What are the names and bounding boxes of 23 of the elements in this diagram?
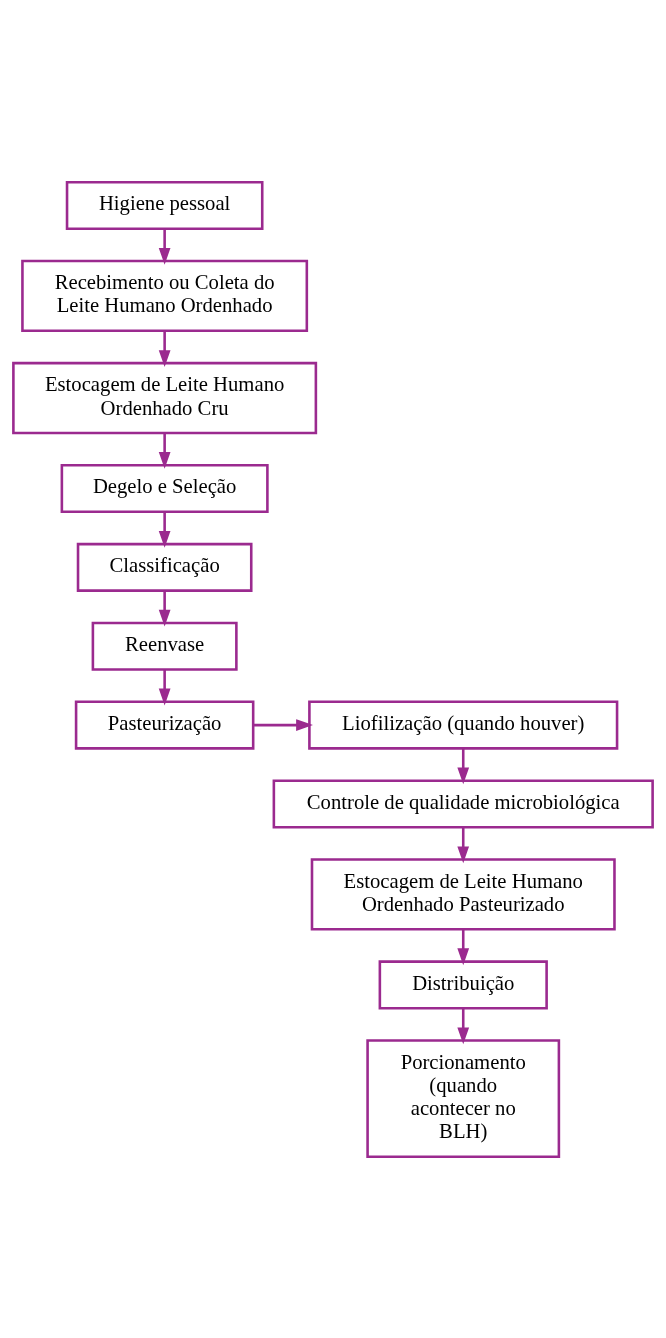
- arrow: [457, 747, 470, 784]
- node-box: Recebimento ou Coleta do Leite Humano Ordenhado: [21, 259, 309, 332]
- node-box: Liofilização (quando houver): [308, 700, 619, 750]
- arrow: [457, 1008, 470, 1044]
- arrow: [158, 432, 171, 469]
- node-box: Distribuição: [378, 959, 548, 1009]
- node-box: Porcionamento (quando acontecer no BLH): [366, 1038, 561, 1158]
- node-box: Classificação: [76, 542, 253, 592]
- node-box: Degelo e Seleção: [60, 463, 269, 513]
- node-box: Reenvase: [91, 621, 238, 671]
- node-box: Estocagem de Leite Humano Ordenhado Cru: [12, 361, 318, 434]
- arrow: [158, 669, 171, 705]
- arrow: [253, 718, 313, 731]
- arrow: [457, 928, 470, 965]
- node-box: Estocagem de Leite Humano Ordenhado Pasteurizado: [310, 857, 616, 931]
- arrow: [158, 511, 171, 548]
- arrow: [158, 228, 171, 265]
- arrow: [158, 330, 171, 367]
- arrow: [158, 590, 171, 627]
- node-box: Pasteurização: [74, 700, 255, 750]
- node-box: Controle de qualidade microbiológica: [272, 778, 654, 828]
- node-box: Higiene pessoal: [65, 180, 264, 230]
- arrow: [457, 826, 470, 863]
